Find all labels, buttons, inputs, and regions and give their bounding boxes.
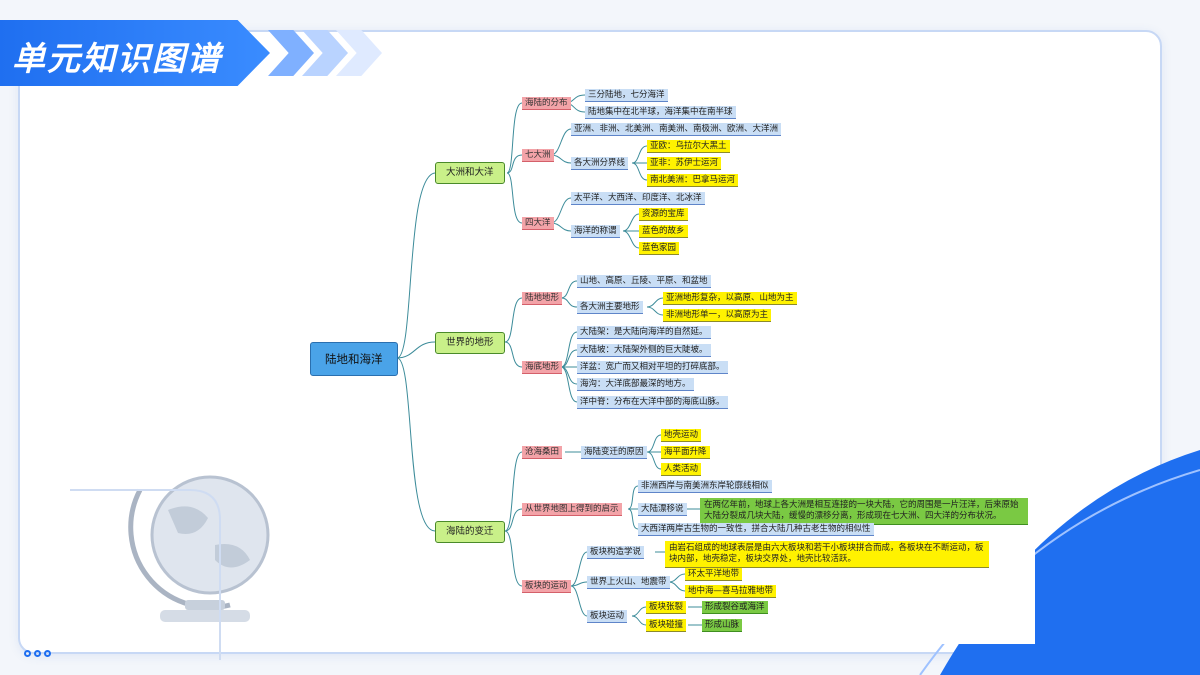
node-leaf: 资源的宝库 — [639, 208, 688, 221]
globe-icon — [70, 475, 270, 660]
mindmap: 陆地和海洋 大洲和大洋 世界的地形 海陆的变迁 海陆的分布 三分陆地，七分海洋 … — [295, 76, 1035, 644]
mindmap-connectors — [396, 94, 702, 626]
node-continent-boundaries: 各大洲分界线 — [571, 157, 629, 170]
node-leaf: 板块张裂 — [646, 601, 687, 614]
node-leaf: 太平洋、大西洋、印度洋、北冰洋 — [571, 192, 705, 205]
node-leaf: 亚欧：乌拉尔大黑土 — [647, 140, 730, 153]
branch-world-terrain: 世界的地形 — [435, 332, 505, 354]
dot-icon — [44, 650, 51, 657]
node-leaf: 大陆坡：大陆架外侧的巨大陡坡。 — [577, 344, 711, 357]
pager-dots — [24, 650, 51, 657]
node-leaf: 陆地集中在北半球，海洋集中在南半球 — [585, 106, 736, 119]
node-leaf: 环太平洋地带 — [685, 568, 743, 581]
node-leaf: 海平面升降 — [661, 446, 710, 459]
node-leaf: 非洲西岸与南美洲东岸轮廓线相似 — [638, 480, 772, 493]
node-continental-drift: 大陆漂移说 — [638, 503, 687, 516]
node-leaf: 蓝色的故乡 — [639, 225, 688, 238]
node-sea-land-distribution: 海陆的分布 — [522, 97, 571, 110]
branch-sea-land-change: 海陆的变迁 — [435, 521, 505, 543]
branch-continents-oceans: 大洲和大洋 — [435, 162, 505, 184]
node-leaf: 洋中脊：分布在大洋中部的海底山脉。 — [577, 396, 728, 409]
title-banner — [0, 20, 270, 86]
mindmap-root: 陆地和海洋 — [310, 342, 398, 376]
node-leaf: 地壳运动 — [661, 429, 702, 442]
node-leaf: 蓝色家园 — [639, 242, 680, 255]
node-change-causes: 海陆变迁的原因 — [581, 446, 647, 459]
node-leaf: 山地、高原、丘陵、平原、和盆地 — [577, 275, 711, 288]
node-leaf: 海沟：大洋底部最深的地方。 — [577, 378, 694, 391]
node-leaf: 亚非：苏伊士运河 — [647, 157, 722, 170]
node-leaf: 形成裂谷或海洋 — [702, 601, 768, 614]
dot-icon — [24, 650, 31, 657]
node-map-insight: 从世界地图上得到的启示 — [522, 503, 622, 516]
node-leaf: 洋盆：宽广而又相对平坦的打碎底部。 — [577, 361, 728, 374]
node-ocean-names: 海洋的称谓 — [571, 225, 620, 238]
node-leaf: 人类活动 — [661, 463, 702, 476]
node-tectonics-detail: 由岩石组成的地球表层是由六大板块和若干小板块拼合而成，各板块在不断运动，板块内部… — [665, 541, 989, 568]
node-leaf: 大西洋两岸古生物的一致性，拼合大陆几种古老生物的相似性 — [638, 523, 874, 536]
node-seafloor-terrain: 海底地形 — [522, 361, 563, 374]
node-land-terrain: 陆地地形 — [522, 292, 563, 305]
node-seven-continents: 七大洲 — [522, 149, 554, 162]
node-volcano-belts: 世界上火山、地震带 — [587, 576, 670, 589]
node-plate-motion: 板块的运动 — [522, 580, 571, 593]
node-leaf: 形成山脉 — [702, 619, 743, 632]
node-leaf: 三分陆地，七分海洋 — [585, 89, 668, 102]
dot-icon — [34, 650, 41, 657]
node-leaf: 非洲地形单一，以高原为主 — [663, 309, 772, 322]
node-leaf: 大陆架：是大陆向海洋的自然延。 — [577, 326, 711, 339]
node-leaf: 板块碰撞 — [646, 619, 687, 632]
node-plate-movement: 板块运动 — [587, 610, 628, 623]
node-four-oceans: 四大洋 — [522, 217, 554, 230]
node-plate-tectonics: 板块构造学说 — [587, 546, 645, 559]
node-drift-detail: 在两亿年前，地球上各大洲是相互连接的一块大陆，它的周围是一片汪洋，后来原始大陆分… — [700, 498, 1028, 525]
node-sea-change: 沧海桑田 — [522, 446, 563, 459]
node-leaf: 亚洲地形复杂，以高原、山地为主 — [663, 292, 797, 305]
node-leaf: 亚洲、非洲、北美洲、南美洲、南极洲、欧洲、大洋洲 — [571, 123, 782, 136]
node-leaf: 南北美洲：巴拿马运河 — [647, 174, 739, 187]
page-title: 单元知识图谱 — [12, 39, 222, 78]
node-continent-terrain: 各大洲主要地形 — [577, 301, 643, 314]
node-leaf: 地中海—喜马拉雅地带 — [685, 585, 777, 598]
